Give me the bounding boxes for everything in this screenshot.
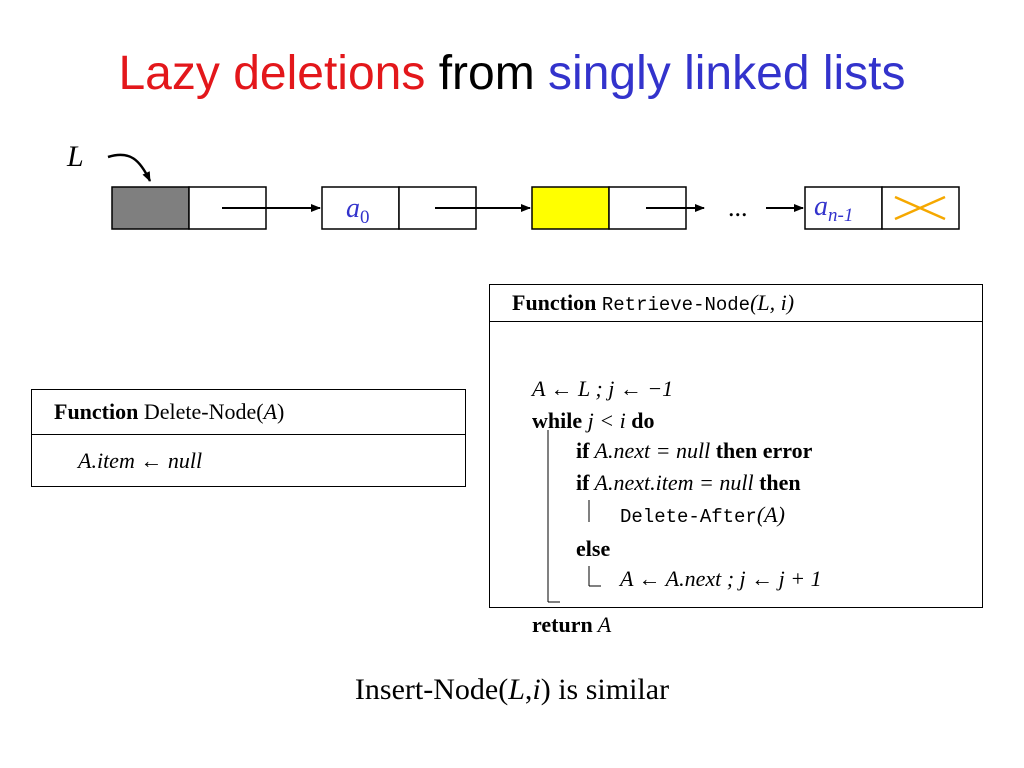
footer-suffix: ) is similar — [540, 673, 670, 706]
delete-body-arrow: ← — [134, 448, 168, 473]
block-bars — [547, 430, 601, 603]
delete-node-param: A — [263, 399, 278, 424]
footer-comma: , — [524, 673, 533, 706]
node-last-item-cell — [804, 186, 883, 230]
title-lazy-deletions: Lazy deletions — [118, 47, 426, 100]
footer-note: Insert-Node(L,i) is similar — [0, 670, 1024, 710]
code-line-4: if A.next.item = null then — [576, 470, 801, 495]
code-line-1: A ← L ; j ← −1 — [532, 376, 674, 401]
delete-node-function-box: Function Delete-Node(A) A.item ← null — [31, 389, 466, 487]
delete-node-header: Function Delete-Node(A) — [32, 390, 465, 435]
node-a0-item-cell — [321, 186, 400, 230]
footer-prefix: Insert-Node( — [354, 673, 509, 706]
slide-title: Lazy deletions from singly linked lists — [0, 44, 1024, 104]
function-keyword: Function — [54, 399, 139, 424]
node-last: an-1 — [804, 186, 960, 230]
retrieve-node-function-box: Function Retrieve-Node(L, i) A ← L ; j ←… — [489, 284, 983, 637]
retrieve-node-name: Retrieve-Node — [601, 294, 751, 316]
pointer-label-L: L — [66, 140, 84, 173]
code-line-7: A ← A.next ; j ← j + 1 — [620, 566, 822, 591]
delete-body-field: .item — [91, 448, 135, 473]
delete-body-var: A — [78, 448, 92, 473]
node-last-label: an-1 — [814, 191, 853, 226]
footer-arg2: i — [532, 673, 541, 706]
delete-body-value: null — [167, 448, 203, 473]
function-keyword: Function — [512, 290, 597, 315]
sentinel-item-cell — [111, 186, 190, 230]
linked-list-diagram: L a0 ... an-1 — [66, 140, 960, 230]
delete-node-body: A.item ← null — [32, 435, 465, 487]
retrieve-node-params: (L, i) — [750, 290, 795, 315]
footer-arg1: L — [508, 673, 525, 706]
ellipsis: ... — [728, 193, 748, 222]
code-line-3: if A.next = null then error — [576, 438, 813, 463]
code-line-5: Delete-After(A) — [620, 502, 785, 528]
title-from: from — [438, 47, 535, 100]
node-a0-label: a0 — [346, 193, 370, 228]
code-line-6: else — [576, 536, 611, 561]
title-singly-linked-lists: singly linked lists — [548, 47, 906, 100]
null-cross-icon — [894, 195, 946, 221]
delete-node-close: ) — [277, 399, 285, 424]
code-line-8: return A — [532, 612, 612, 637]
deleted-node-item-cell — [531, 186, 610, 230]
delete-node-name: Delete-Node( — [143, 399, 264, 424]
head-pointer-arrow — [107, 153, 152, 182]
code-line-2: while j < i do — [532, 408, 655, 433]
retrieve-node-body: A ← L ; j ← −1 while j < i do if A.next … — [490, 322, 982, 637]
retrieve-node-header: Function Retrieve-Node(L, i) — [490, 285, 982, 322]
